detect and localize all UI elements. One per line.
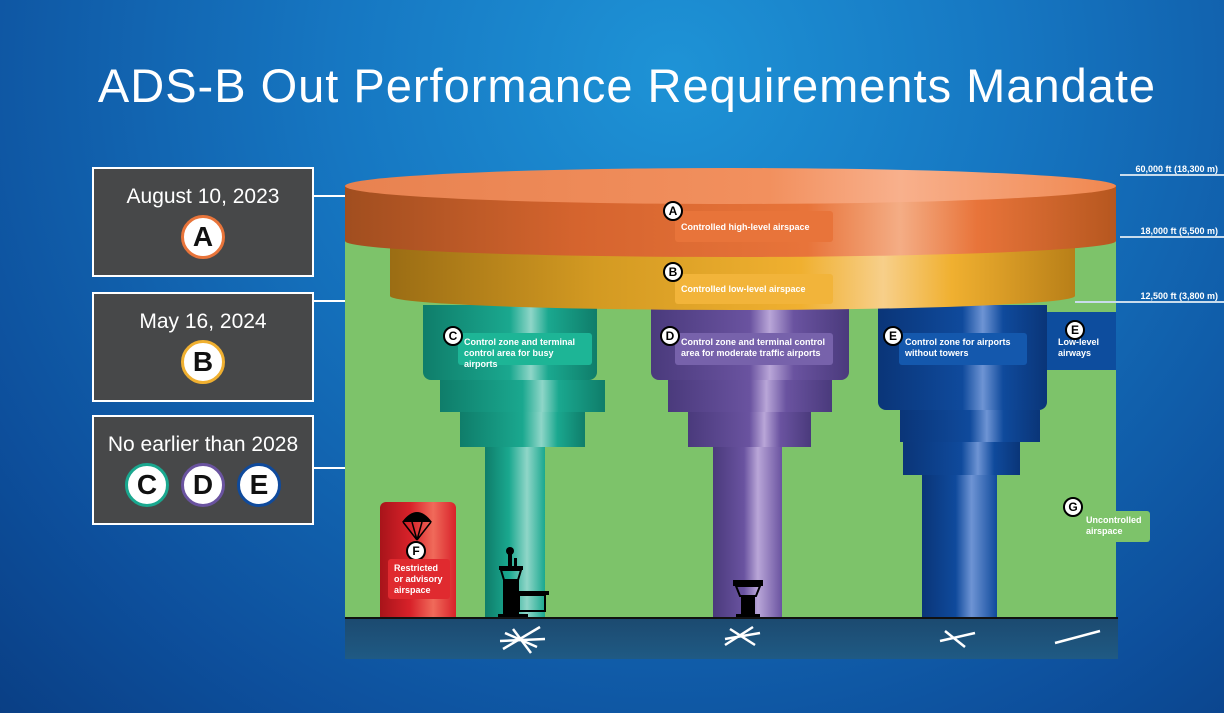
label-low-level-airways: Low-level airways <box>1058 337 1100 358</box>
badge-b: B <box>663 262 683 282</box>
label-class-d: Control zone and terminal control area f… <box>675 333 833 365</box>
runways <box>499 625 1101 654</box>
control-tower-small-icon <box>733 580 763 619</box>
connector-line <box>314 300 345 302</box>
badge-f: F <box>406 541 426 561</box>
timeline-box-2024: May 16, 2024 B <box>92 292 314 402</box>
altitude-18000: 18,000 ft (5,500 m) <box>1120 226 1224 238</box>
control-tower-large-icon <box>498 547 549 619</box>
class-a-disk-top <box>345 168 1116 204</box>
runway-icon <box>499 625 546 654</box>
class-a-badge: A <box>181 215 225 259</box>
class-b-badge: B <box>181 340 225 384</box>
label-class-f: Restricted or advisory airspace <box>388 559 450 599</box>
badge-g: G <box>1063 497 1083 517</box>
runway-icon <box>724 625 761 647</box>
timeline-date: No earlier than 2028 <box>107 433 299 456</box>
badge-a: A <box>663 201 683 221</box>
badge-d: D <box>660 326 680 346</box>
label-class-e: Control zone for airports without towers <box>899 333 1027 365</box>
timeline-date: August 10, 2023 <box>126 185 280 208</box>
label-class-c: Control zone and terminal control area f… <box>458 333 592 369</box>
connector-line <box>314 195 345 197</box>
class-d-badge: D <box>181 463 225 507</box>
timeline-box-2023: August 10, 2023 A <box>92 167 314 277</box>
connector-line <box>314 467 345 469</box>
altitude-12500: 12,500 ft (3,800 m) <box>1075 291 1224 303</box>
altitude-60000: 60,000 ft (18,300 m) <box>1120 164 1224 176</box>
label-class-g: Uncontrolled airspace <box>1080 511 1150 542</box>
runway-icon <box>939 630 976 648</box>
badge-e-airways: E <box>1065 320 1085 340</box>
badge-c: C <box>443 326 463 346</box>
badge-e: E <box>883 326 903 346</box>
runway-icon <box>1054 629 1101 645</box>
timeline-date: May 16, 2024 <box>139 310 267 333</box>
page-title: ADS-B Out Performance Requirements Manda… <box>97 59 1157 112</box>
class-e-badge: E <box>237 463 281 507</box>
parachute-icon <box>402 512 432 541</box>
label-class-b: Controlled low-level airspace <box>675 274 833 304</box>
label-class-a: Controlled high-level airspace <box>675 211 833 242</box>
class-c-badge: C <box>125 463 169 507</box>
